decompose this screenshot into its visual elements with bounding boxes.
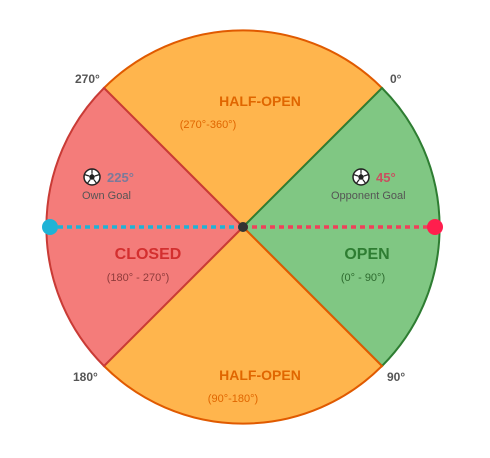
half-open-top-title: HALF-OPEN bbox=[219, 93, 301, 109]
half-open-top-range: (270°-360°) bbox=[180, 119, 237, 131]
own-goal-marker bbox=[42, 219, 58, 235]
half-open-bottom-range: (90°-180°) bbox=[208, 393, 258, 405]
angle-label-270: 270° bbox=[75, 72, 100, 86]
own-goal-label: Own Goal bbox=[82, 190, 131, 202]
closed-range: (180° - 270°) bbox=[107, 272, 170, 284]
angle-label-180: 180° bbox=[73, 370, 98, 384]
half-open-top-sector bbox=[102, 29, 384, 229]
center-point bbox=[238, 222, 248, 232]
soccer-ball-icon bbox=[352, 168, 370, 186]
own-goal-angle: 225° bbox=[107, 170, 134, 185]
opponent-goal-label: Opponent Goal bbox=[331, 190, 406, 202]
closed-title: CLOSED bbox=[115, 246, 182, 263]
half-open-bottom-title: HALF-OPEN bbox=[219, 367, 301, 383]
angle-label-90: 90° bbox=[387, 370, 405, 384]
soccer-ball-icon bbox=[83, 168, 101, 186]
open-title: OPEN bbox=[344, 246, 389, 263]
angle-label-0: 0° bbox=[390, 72, 402, 86]
open-range: (0° - 90°) bbox=[341, 272, 385, 284]
opponent-goal-angle: 45° bbox=[376, 170, 396, 185]
half-open-bottom-sector bbox=[102, 225, 384, 425]
opponent-goal-marker bbox=[427, 219, 443, 235]
